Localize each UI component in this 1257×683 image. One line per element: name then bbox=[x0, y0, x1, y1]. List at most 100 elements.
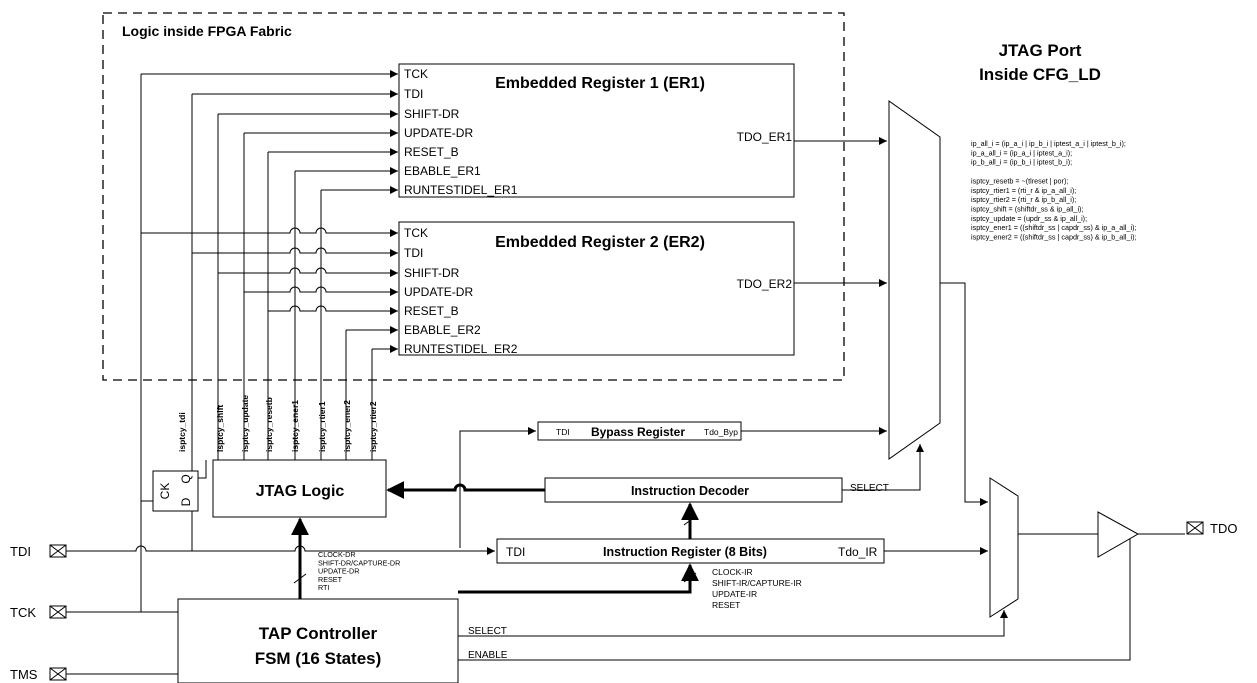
signal-labels: isptcy_tdi isptcy_shift isptcy_update isptc… bbox=[177, 395, 378, 452]
signal-label: isptcy_rtier1 bbox=[317, 401, 327, 452]
signal-label: isptcy_shift bbox=[215, 405, 225, 452]
decoder-select-label: SELECT bbox=[850, 483, 889, 494]
bypass-tdi-label: TDI bbox=[556, 427, 570, 437]
tap-subtitle: FSM (16 States) bbox=[255, 649, 382, 668]
equation-block: ip_all_i = (ip_a_i | ip_b_i | iptest_a_i… bbox=[971, 139, 1136, 242]
er2-box bbox=[398, 221, 795, 356]
equation-line: isptcy_shift = (shiftdr_ss & ip_all_i); bbox=[971, 204, 1083, 213]
jtag-logic-title: JTAG Logic bbox=[256, 483, 345, 500]
ir-tdi-label: TDI bbox=[506, 545, 525, 559]
equation-line: ip_all_i = (ip_a_i | ip_b_i | iptest_a_i… bbox=[971, 139, 1126, 148]
er2-input-wire bbox=[218, 267, 398, 277]
ff-ck-label: CK bbox=[158, 483, 172, 500]
er1-input-label: RUNTESTIDEL_ER1 bbox=[404, 183, 518, 197]
tdi-pin-label: TDI bbox=[10, 544, 31, 559]
ir-control-label: RESET bbox=[712, 600, 740, 610]
ff-q-wire bbox=[198, 460, 207, 479]
bypass-register-box bbox=[537, 421, 742, 441]
tdo-mux bbox=[989, 477, 1019, 618]
er2-input-label: RESET_B bbox=[404, 304, 459, 318]
ir-title: Instruction Register (8 Bits) bbox=[603, 545, 767, 559]
tap-controller-box bbox=[177, 598, 459, 683]
tap-to-ir-bus bbox=[458, 563, 699, 594]
er2-input-wire bbox=[141, 227, 398, 237]
tdi-pin-wire bbox=[66, 545, 495, 555]
equation-line: isptcy_rtier2 = (rti_r & ip_b_all_i); bbox=[971, 195, 1076, 204]
tdo-pin-label: TDO bbox=[1210, 521, 1237, 536]
fpga-fabric-boundary bbox=[102, 12, 845, 381]
er1-input-label: TCK bbox=[404, 67, 428, 81]
tck-pin-label: TCK bbox=[10, 605, 36, 620]
equation-line: isptcy_resetb = ~(tlreset | por); bbox=[971, 176, 1068, 185]
decoder-select-wire bbox=[842, 444, 924, 491]
er2-inputs: TCKTDISHIFT-DRUPDATE-DRRESET_BEBABLE_ER2… bbox=[404, 226, 518, 356]
er2-input-label: SHIFT-DR bbox=[404, 266, 460, 280]
tdo-buffer bbox=[1097, 511, 1140, 558]
ir-control-label: SHIFT-IR/CAPTURE-IR bbox=[712, 578, 802, 588]
er2-output-label: TDO_ER2 bbox=[737, 277, 793, 291]
er1-box bbox=[398, 63, 795, 198]
ir-control-labels: CLOCK-IRSHIFT-IR/CAPTURE-IRUPDATE-IRRESE… bbox=[712, 567, 802, 610]
er1-output-label: TDO_ER1 bbox=[737, 130, 793, 144]
jtag-port-subtitle: Inside CFG_LD bbox=[979, 65, 1101, 84]
dr-control-label: UPDATE-DR bbox=[318, 567, 359, 576]
signal-label: isptcy_ener2 bbox=[342, 400, 352, 452]
signal-label: isptcy_update bbox=[240, 395, 250, 452]
tdo-pin-pad-cross bbox=[1186, 521, 1204, 535]
tap-select-wire bbox=[458, 610, 1008, 637]
er2-input-label: RUNTESTIDEL_ER2 bbox=[404, 342, 518, 356]
equation-line: isptcy_rtier1 = (rti_r & ip_a_all_i); bbox=[971, 186, 1076, 195]
bus-slash bbox=[683, 572, 697, 583]
er2-input-label: TDI bbox=[404, 246, 423, 260]
er1-input-label: EBABLE_ER1 bbox=[404, 164, 481, 178]
jtag-port-title: JTAG Port bbox=[999, 41, 1082, 60]
er1-title: Embedded Register 1 (ER1) bbox=[495, 75, 705, 92]
signal-label: isptcy_resetb bbox=[264, 397, 274, 452]
bus-slash bbox=[293, 573, 307, 584]
tdi-pin-pad-cross bbox=[49, 544, 67, 558]
er2-input-label: TCK bbox=[404, 226, 428, 240]
equation-line: isptcy_update = (updr_ss & ip_all_i); bbox=[971, 214, 1087, 223]
er1-input-label: TDI bbox=[404, 87, 423, 101]
dr-control-label: SHIFT-DR/CAPTURE-DR bbox=[318, 558, 400, 567]
tms-pin-pad-cross bbox=[49, 667, 67, 681]
ir-out-label: Tdo_IR bbox=[838, 545, 878, 559]
er1-inputs: TCKTDISHIFT-DRUPDATE-DRRESET_BEBABLE_ER1… bbox=[404, 67, 518, 197]
decoder-title: Instruction Decoder bbox=[631, 484, 749, 498]
signal-label: isptcy_ener1 bbox=[290, 400, 300, 452]
bypass-input-wire bbox=[459, 427, 536, 548]
signal-label: isptcy_tdi bbox=[177, 412, 187, 452]
er2-input-wire bbox=[244, 286, 398, 296]
mux-output-wire bbox=[940, 282, 988, 506]
tap-enable-label: ENABLE bbox=[468, 650, 508, 661]
er1-input-label: SHIFT-DR bbox=[404, 107, 460, 121]
tap-title: TAP Controller bbox=[259, 624, 378, 643]
jtag-logic-box bbox=[212, 459, 387, 518]
er2-input-wire bbox=[268, 305, 398, 315]
dr-control-label: RESET bbox=[318, 575, 343, 584]
signal-label: isptcy_rtier2 bbox=[368, 401, 378, 452]
er2-title: Embedded Register 2 (ER2) bbox=[495, 234, 705, 251]
ir-control-label: CLOCK-IR bbox=[712, 567, 753, 577]
tck-pin-pad-cross bbox=[49, 605, 67, 619]
bypass-title: Bypass Register bbox=[591, 425, 685, 439]
bypass-out-label: Tdo_Byp bbox=[704, 427, 738, 437]
equation-line: ip_b_all_i = (ip_b_i | iptest_b_i); bbox=[971, 158, 1072, 167]
dr-control-label: RTI bbox=[318, 583, 329, 592]
er2-input-wire bbox=[192, 247, 398, 257]
instruction-register-box bbox=[496, 538, 885, 564]
er2-input-label: EBABLE_ER2 bbox=[404, 323, 481, 337]
ir-control-label: UPDATE-IR bbox=[712, 589, 757, 599]
ff-q-label: Q bbox=[179, 474, 193, 483]
decoder-to-logic-bus bbox=[386, 481, 545, 499]
tap-select-label: SELECT bbox=[468, 626, 507, 637]
bus-slash bbox=[683, 515, 697, 526]
equation-line: isptcy_ener2 = ((shiftdr_ss | capdr_ss) … bbox=[971, 233, 1136, 242]
dr-control-labels: CLOCK-DRSHIFT-DR/CAPTURE-DRUPDATE-DRRESE… bbox=[318, 550, 400, 592]
output-mux bbox=[888, 100, 941, 460]
er1-input-label: UPDATE-DR bbox=[404, 126, 473, 140]
fabric-label: Logic inside FPGA Fabric bbox=[122, 23, 292, 39]
